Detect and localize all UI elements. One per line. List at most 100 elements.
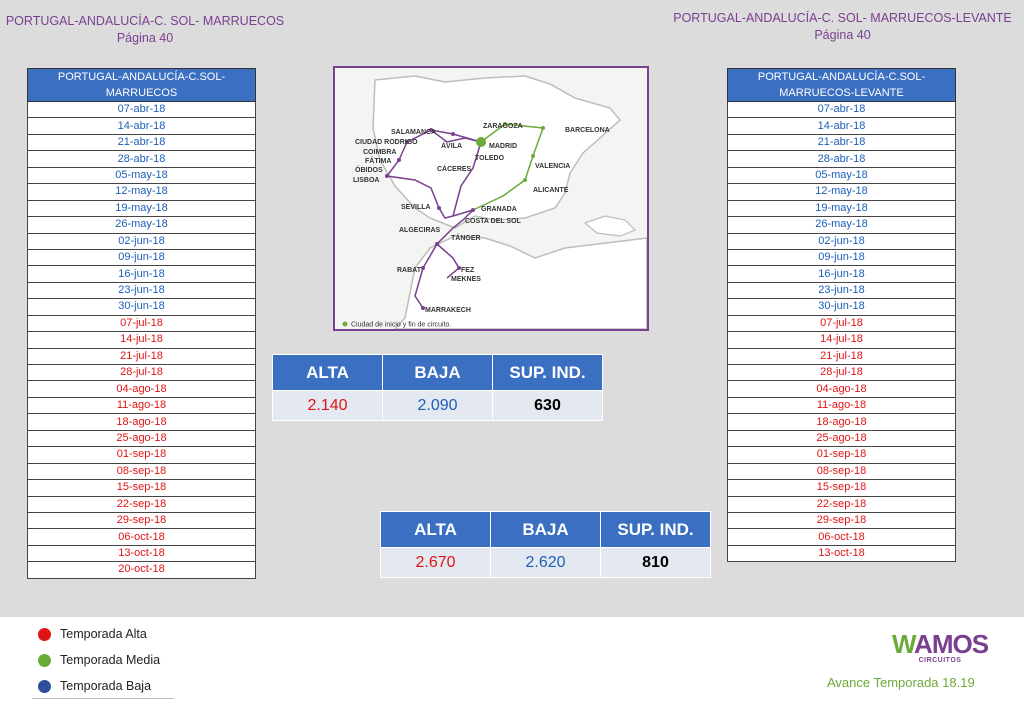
date-cell: 21-abr-18 xyxy=(27,133,256,152)
table-row: 02-jun-18 xyxy=(727,232,956,250)
iberia-outline xyxy=(372,75,622,229)
table-row: 13-oct-18 xyxy=(727,544,956,563)
date-cell: 19-may-18 xyxy=(27,199,256,218)
table-row: 09-jun-18 xyxy=(727,248,956,267)
brand-name-rest: AMOS xyxy=(914,629,989,659)
date-cell: 14-abr-18 xyxy=(27,117,256,135)
date-cell: 18-ago-18 xyxy=(27,413,256,431)
table-row: 29-sep-18 xyxy=(27,511,256,530)
table-row: 21-abr-18 xyxy=(27,133,256,152)
date-cell: 01-sep-18 xyxy=(727,446,956,464)
date-cell: 23-jun-18 xyxy=(727,281,956,300)
city-label: LISBOA xyxy=(353,177,379,184)
date-cell: 20-oct-18 xyxy=(27,561,256,579)
date-cell: 15-sep-18 xyxy=(727,479,956,497)
price-baja: 2.090 xyxy=(382,390,493,421)
date-cell: 11-ago-18 xyxy=(27,396,256,415)
table-row: 26-may-18 xyxy=(27,216,256,234)
table-row: 01-sep-18 xyxy=(27,446,256,464)
date-cell: 30-jun-18 xyxy=(727,298,956,316)
table-row: 06-oct-18 xyxy=(727,528,956,546)
table-row: 19-may-18 xyxy=(727,199,956,218)
city-point xyxy=(385,174,389,178)
route-map-svg: ZARAGOZA BARCELONA SALAMANCA CIUDAD RODR… xyxy=(342,75,647,329)
date-cell: 04-ago-18 xyxy=(727,380,956,398)
date-cell: 21-jul-18 xyxy=(27,347,256,366)
city-point xyxy=(429,128,433,132)
city-label: TOLEDO xyxy=(475,155,505,162)
date-cell: 08-sep-18 xyxy=(727,462,956,481)
city-label: ÁVILA xyxy=(441,141,462,150)
city-label: ÓBIDOS xyxy=(355,165,383,174)
date-cell: 14-abr-18 xyxy=(727,117,956,135)
city-point xyxy=(421,266,425,270)
header-right-title: PORTUGAL-ANDALUCÍA-C. SOL- MARRUECOS-LEV… xyxy=(673,11,1012,25)
table-row: 05-may-18 xyxy=(27,166,256,185)
route-map: ZARAGOZA BARCELONA SALAMANCA CIUDAD RODR… xyxy=(333,66,649,331)
date-cell: 06-oct-18 xyxy=(27,528,256,546)
table-row: 19-may-18 xyxy=(27,199,256,218)
date-cell: 25-ago-18 xyxy=(727,429,956,448)
city-label: CIUDAD RODRIGO xyxy=(355,139,418,146)
date-cell: 09-jun-18 xyxy=(727,248,956,267)
price-header-sup: SUP. IND. xyxy=(600,511,711,548)
city-point xyxy=(421,306,425,310)
date-cell: 26-may-18 xyxy=(727,216,956,234)
city-point xyxy=(541,126,545,130)
table-row: 28-jul-18 xyxy=(727,363,956,382)
price-sup-ind: 810 xyxy=(600,547,711,578)
madrid-start-point xyxy=(476,137,486,147)
legend-divider xyxy=(32,698,174,699)
legend-media: Temporada Media xyxy=(38,653,160,667)
date-cell: 05-may-18 xyxy=(727,166,956,185)
city-label: FÁTIMA xyxy=(365,156,391,165)
city-label: COIMBRA xyxy=(363,149,396,156)
date-cell: 28-abr-18 xyxy=(27,150,256,168)
date-cell: 29-sep-18 xyxy=(27,511,256,530)
table-row: 15-sep-18 xyxy=(27,479,256,497)
legend-baja-label: Temporada Baja xyxy=(60,679,152,693)
red-dot-icon xyxy=(38,627,51,641)
city-point xyxy=(451,132,455,136)
table-row: 28-abr-18 xyxy=(27,150,256,168)
date-cell: 28-jul-18 xyxy=(727,363,956,382)
price-header-baja: BAJA xyxy=(490,511,601,548)
table-row: 18-ago-18 xyxy=(27,413,256,431)
table-row: 14-jul-18 xyxy=(27,331,256,349)
legend-media-label: Temporada Media xyxy=(60,653,161,667)
city-label: MEKNES xyxy=(451,276,481,283)
legend-alta: Temporada Alta xyxy=(38,627,147,641)
city-point xyxy=(503,122,507,126)
date-cell: 15-sep-18 xyxy=(27,479,256,497)
route-morocco xyxy=(436,243,460,279)
date-cell: 07-jul-18 xyxy=(727,314,956,333)
table-row: 12-may-18 xyxy=(727,183,956,201)
date-cell: 02-jun-18 xyxy=(27,232,256,250)
city-point xyxy=(435,242,439,246)
date-cell: 13-oct-18 xyxy=(27,544,256,563)
table-row: 14-jul-18 xyxy=(727,331,956,349)
table-row: 02-jun-18 xyxy=(27,232,256,250)
brand-sub: CIRCUITOS xyxy=(918,657,962,664)
table-row: 23-jun-18 xyxy=(727,281,956,300)
city-label: MADRID xyxy=(489,143,517,150)
table-row: 22-sep-18 xyxy=(727,495,956,513)
table-row: 07-abr-18 xyxy=(27,100,256,119)
city-point xyxy=(457,266,461,270)
city-point xyxy=(437,206,441,210)
price-header-baja: BAJA xyxy=(382,354,493,391)
city-label: TÁNGER xyxy=(451,233,481,242)
table-row: 13-oct-18 xyxy=(27,544,256,563)
city-label: ALGECIRAS xyxy=(399,227,441,234)
brand-name-w: W xyxy=(891,629,915,659)
city-point xyxy=(405,140,409,144)
date-cell: 11-ago-18 xyxy=(727,396,956,415)
price-sup-ind: 630 xyxy=(492,390,603,421)
table-row: 16-jun-18 xyxy=(727,265,956,283)
footer: Temporada Alta Temporada Media Temporada… xyxy=(0,617,1024,709)
date-cell: 14-jul-18 xyxy=(727,331,956,349)
table-row: 21-abr-18 xyxy=(727,133,956,152)
date-cell: 12-may-18 xyxy=(727,183,956,201)
price-header-alta: ALTA xyxy=(380,511,491,548)
date-cell: 22-sep-18 xyxy=(27,495,256,513)
